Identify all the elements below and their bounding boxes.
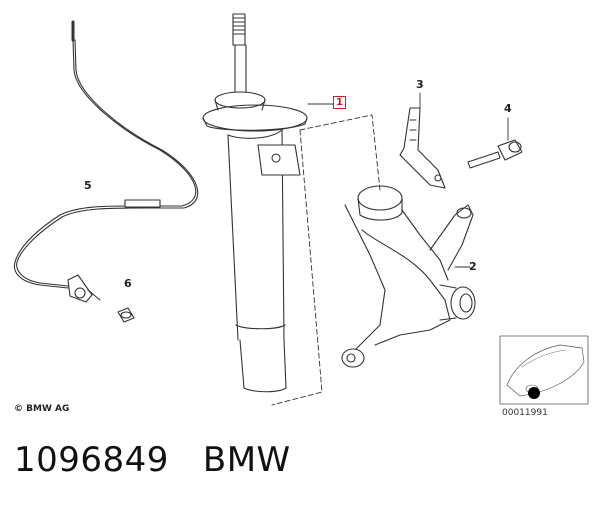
callout-2: 2 (469, 260, 477, 273)
reference-code: 00011991 (502, 408, 548, 418)
abs-sensor (67, 274, 101, 303)
callout-1: 1 (333, 96, 346, 109)
assembly-outline (271, 114, 381, 406)
steering-knuckle (341, 185, 476, 368)
copyright-label: © BMW AG (14, 404, 70, 414)
abs-sensor-cable (13, 20, 199, 289)
bracket (399, 92, 446, 189)
callout-4: 4 (504, 102, 512, 115)
callout-3: 3 (416, 78, 424, 91)
footer-title: 1096849 BMW (14, 440, 291, 480)
location-marker (528, 387, 540, 399)
callout-5: 5 (84, 179, 92, 192)
part-number: 1096849 (14, 440, 169, 480)
strut-assembly (202, 13, 308, 393)
callout-6: 6 (124, 277, 132, 290)
sensor-bolt (117, 307, 135, 323)
brand-name: BMW (202, 440, 291, 480)
knuckle-bolt (467, 117, 523, 169)
car-locator-inset (499, 335, 589, 405)
